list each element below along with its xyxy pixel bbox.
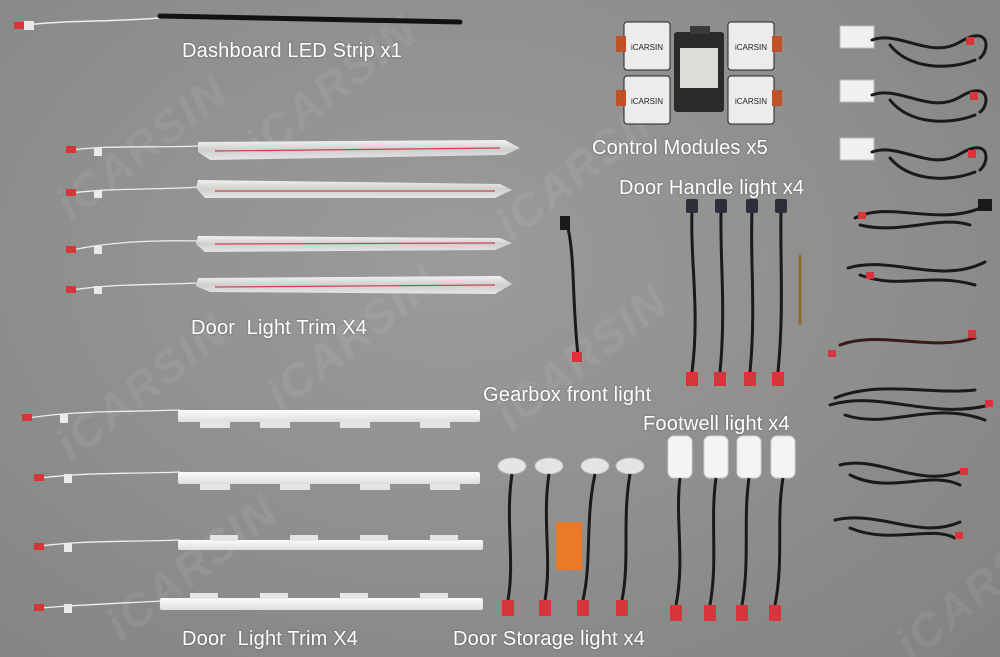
harness-connectors bbox=[828, 37, 993, 539]
door-handle-lights bbox=[690, 211, 783, 373]
door-storage-label: Door Storage light x4 bbox=[453, 628, 646, 650]
door-handle-label: Door Handle light x4 bbox=[619, 177, 805, 199]
door-trim-upper-label: Door Light Trim X4 bbox=[191, 317, 368, 339]
control-modules-label: Control Modules x5 bbox=[592, 137, 768, 159]
door-light-trim-lower bbox=[22, 409, 483, 613]
tool-card bbox=[556, 522, 582, 570]
door-light-trim-upper bbox=[66, 140, 520, 294]
wire-harnesses bbox=[828, 25, 992, 540]
svg-text:iCARSIN: iCARSIN bbox=[631, 97, 663, 106]
footwell-lights bbox=[667, 435, 796, 621]
door-trim-lower-label: Door Light Trim X4 bbox=[182, 628, 359, 650]
svg-text:iCARSIN: iCARSIN bbox=[735, 43, 767, 52]
control-modules: iCARSIN iCARSIN iCARSIN iCARSIN bbox=[616, 21, 782, 125]
dashboard-led-strip bbox=[14, 13, 463, 30]
gearbox-front-light bbox=[560, 216, 582, 362]
footwell-label: Footwell light x4 bbox=[643, 413, 790, 435]
svg-text:iCARSIN: iCARSIN bbox=[735, 97, 767, 106]
door-storage-lights bbox=[497, 457, 645, 616]
connector-icon bbox=[14, 22, 24, 29]
gearbox-label: Gearbox front light bbox=[483, 384, 652, 406]
dashboard-strip-label: Dashboard LED Strip x1 bbox=[182, 40, 403, 62]
svg-text:iCARSIN: iCARSIN bbox=[631, 43, 663, 52]
